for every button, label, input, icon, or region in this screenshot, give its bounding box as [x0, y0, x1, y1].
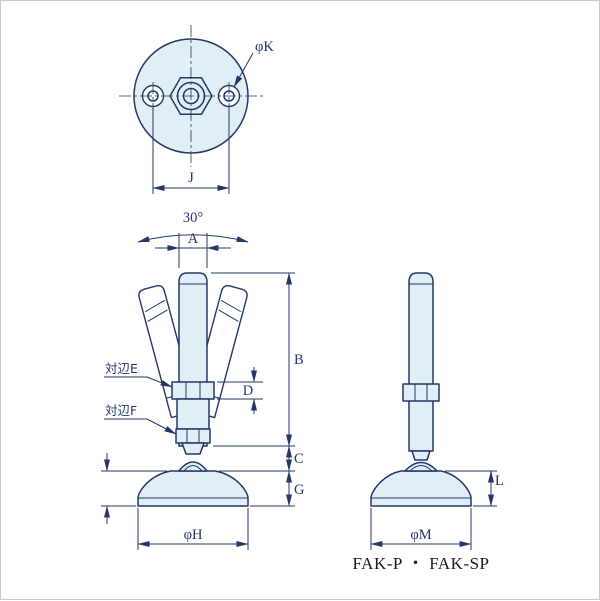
top-view: φK J: [119, 25, 274, 194]
ball-seat-side: [404, 461, 438, 472]
label-flats-e: 対辺E: [104, 361, 173, 388]
dimension-d: D: [217, 367, 263, 414]
dimension-l: L: [445, 470, 504, 507]
hex-nut-e: [171, 381, 215, 400]
dimension-phi-m: φM: [370, 508, 472, 550]
dimension-base-left: [101, 453, 167, 524]
swivel-angle-dimension: 30°: [137, 210, 249, 243]
label-b: B: [294, 352, 304, 368]
centerlines: [119, 25, 263, 167]
side-view: φM L: [370, 272, 504, 550]
label-f-text: 対辺F: [105, 403, 137, 418]
base-front: [137, 470, 249, 507]
label-phi-k: φK: [255, 39, 274, 55]
label-flats-f: 対辺F: [104, 403, 177, 435]
label-l: L: [495, 473, 504, 489]
label-a: A: [188, 231, 199, 247]
dimension-phi-h: φH: [137, 508, 249, 550]
dimension-b: B: [211, 272, 304, 447]
dimension-g: G: [250, 470, 305, 507]
dimension-j: J: [152, 108, 230, 194]
sleeve: [176, 398, 210, 430]
collar-side: [411, 450, 431, 461]
base-side: [370, 470, 472, 507]
label-g: G: [294, 482, 305, 498]
front-view: 30° A 対辺E 対辺F: [101, 210, 305, 550]
label-phi-h: φH: [184, 527, 203, 543]
dimension-c: C: [219, 445, 304, 472]
label-phi-m: φM: [410, 527, 431, 543]
caption: FAK-P ・ FAK-SP: [352, 554, 489, 573]
hex-f: [175, 428, 211, 444]
ball-seat: [178, 461, 208, 472]
label-c: C: [294, 451, 304, 467]
stud-body-side: [408, 272, 434, 452]
label-j: J: [188, 170, 194, 186]
collar: [181, 442, 205, 455]
leader-hole-diameter: φK: [233, 39, 274, 88]
label-e-text: 対辺E: [105, 361, 138, 376]
label-swivel-angle: 30°: [183, 210, 204, 226]
label-d: D: [243, 383, 253, 399]
hex-nut-side: [402, 383, 440, 402]
dimension-a: A: [155, 231, 231, 268]
